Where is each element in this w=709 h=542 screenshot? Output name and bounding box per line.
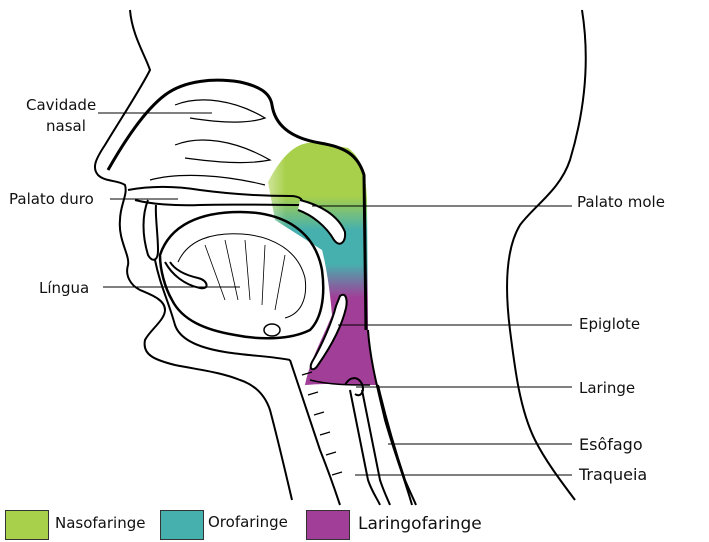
nasal-turbinate-1: [174, 99, 267, 123]
label-palato-duro: Palato duro: [9, 190, 94, 208]
tongue-outline: [158, 210, 325, 340]
legend-swatch-laringofaringe: [306, 510, 350, 540]
larynx-front: [289, 359, 341, 506]
epiglottis-shape: [309, 293, 348, 371]
esophagus-tube: [367, 329, 417, 506]
tongue-fibers: [204, 239, 286, 311]
laryngeal-top: [344, 377, 364, 397]
label-cavidade-nasal-line2: nasal: [46, 117, 86, 135]
upper-lip-teeth: [142, 199, 160, 261]
tongue-inner: [177, 233, 307, 319]
nasal-cavity-outline: [106, 78, 368, 331]
legend-swatch-orofaringe: [160, 510, 204, 540]
label-palato-mole: Palato mole: [577, 193, 665, 211]
face-profile-outline: [93, 9, 293, 501]
legend-label-orofaringe: Orofaringe: [208, 513, 288, 531]
label-traqueia: Traqueia: [579, 465, 648, 484]
leader-lines: [98, 112, 572, 476]
lower-lip-jaw: [154, 259, 291, 361]
label-cavidade-nasal-line1: Cavidade: [26, 96, 97, 114]
label-esofago: Esôfago: [579, 435, 643, 454]
neck-back-outline: [506, 9, 587, 501]
soft-palate: [297, 199, 347, 245]
label-lingua: Língua: [39, 279, 90, 297]
trachea-tube: [349, 389, 391, 506]
nasal-turbinate-3: [149, 174, 266, 186]
trachea-rings: [301, 371, 343, 476]
legend-swatch-nasofaringe: [5, 510, 49, 540]
hyoid-bone: [263, 323, 281, 337]
throat-front-curve: [309, 379, 371, 386]
legend-label-laringofaringe: Laringofaringe: [358, 514, 482, 534]
legend-label-nasofaringe: Nasofaringe: [55, 514, 146, 532]
tongue-tip: [164, 261, 208, 290]
label-laringe: Laringe: [579, 379, 636, 397]
nasal-turbinate-2: [174, 139, 272, 164]
label-epiglote: Epiglote: [579, 315, 641, 333]
